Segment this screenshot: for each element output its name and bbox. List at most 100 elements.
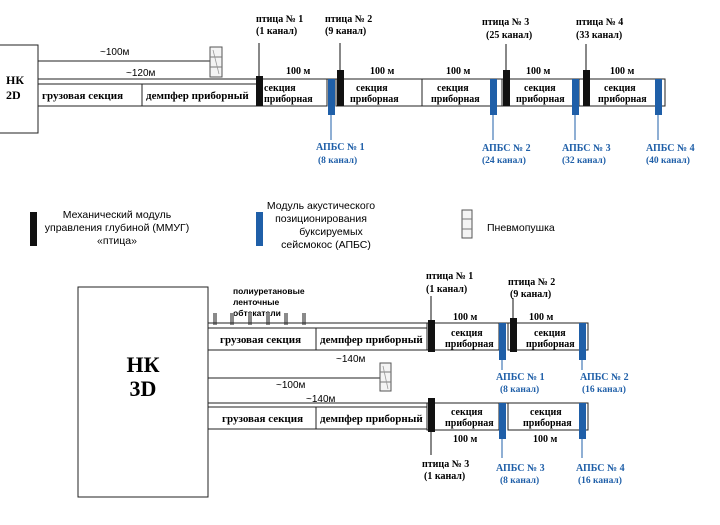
legend-bird-line3: «птица» (97, 235, 137, 247)
bird-3d-3-name: птица № 3 (422, 459, 469, 470)
instrument-section-3d-bottom-1 (426, 402, 500, 431)
section-3d-bottom-2-label-a: секция (530, 407, 562, 418)
fairings-label-line3: обтекатели (233, 308, 281, 318)
section-3d-bottom-1-label-b: приборная (445, 418, 494, 429)
instrument-section-2d-1 (256, 78, 328, 107)
distance-140m-top-label: ~140м (336, 354, 366, 365)
spacing-3d-top-1: 100 м (453, 312, 478, 323)
apbs-2d-2 (490, 79, 497, 140)
instrument-section-3d-bottom-2 (507, 402, 589, 431)
distance-140m-bottom-label: ~140м (306, 394, 336, 405)
spacing-2d-3: 100 м (446, 66, 471, 77)
bird-3d-2 (510, 298, 517, 352)
vessel-3d (77, 286, 209, 498)
bird-3d-2-channel: (9 канал) (510, 289, 551, 300)
section-3d-top-1-label-a: секция (451, 328, 483, 339)
bird-2d-4 (583, 44, 590, 106)
section-2d-5-label-a: секция (604, 83, 636, 94)
instrument-section-2d-5 (578, 78, 666, 107)
section-3d-top-2-label-b: приборная (526, 339, 575, 350)
vessel-2d-label-line2: 2D (6, 88, 21, 102)
apbs-3d-2 (579, 323, 586, 370)
apbs-3d-4-name: АПБС № 4 (576, 463, 625, 474)
cargo-section-3d-bottom-label: грузовая секция (222, 413, 303, 425)
apbs-3d-3 (499, 403, 506, 458)
section-3d-bottom-1-label-a: секция (451, 407, 483, 418)
section-2d-1-label-b: приборная (264, 94, 313, 105)
spacing-3d-bottom-2: 100 м (533, 434, 558, 445)
legend-bird-line2: управления глубиной (ММУГ) (45, 222, 189, 234)
vessel-3d-label-line2: 3D (130, 376, 157, 401)
legend-apbs-line3: буксируемых (299, 226, 363, 238)
legend-airgun-icon (461, 209, 473, 239)
bird-2d-1-channel: (1 канал) (256, 26, 297, 37)
section-2d-1-label-a: секция (264, 83, 296, 94)
distance-120m-label: ~120м (126, 68, 156, 79)
apbs-2d-1-channel: (8 канал) (318, 155, 357, 166)
apbs-3d-1 (499, 323, 506, 370)
bird-2d-2-name: птица № 2 (325, 14, 372, 25)
apbs-2d-4 (655, 79, 662, 140)
damper-3d-top-label: демпфер приборный (320, 334, 423, 346)
fairings-label-line2: ленточные (233, 297, 280, 307)
cargo-section-3d-top-label: грузовая секция (220, 334, 301, 346)
apbs-3d-3-channel: (8 канал) (500, 475, 539, 486)
apbs-3d-2-channel: (16 канал) (582, 384, 626, 395)
legend-apbs-swatch (256, 212, 263, 246)
section-2d-2-label-a: секция (356, 83, 388, 94)
spacing-2d-5: 100 м (610, 66, 635, 77)
legend-apbs-line4: сейсмокос (АПБС) (281, 239, 371, 251)
apbs-3d-2-name: АПБС № 2 (580, 372, 629, 383)
vessel-3d-label-line1: НК (126, 352, 159, 377)
bird-2d-4-channel: (33 канал) (576, 30, 622, 41)
bird-2d-1 (256, 43, 263, 106)
apbs-2d-4-name: АПБС № 4 (646, 143, 695, 154)
distance-100m-3d-label: ~100м (276, 380, 306, 391)
bird-2d-1-name: птица № 1 (256, 14, 303, 25)
apbs-2d-3-channel: (32 канал) (562, 155, 606, 166)
section-2d-5-label-b: приборная (598, 94, 647, 105)
apbs-3d-4-channel: (16 канал) (578, 475, 622, 486)
bird-2d-2-channel: (9 канал) (325, 26, 366, 37)
distance-100m-label: ~100м (100, 47, 130, 58)
apbs-2d-1-name: АПБС № 1 (316, 142, 365, 153)
airgun-3d (379, 362, 392, 392)
bird-3d-3-channel: (1 канал) (424, 471, 465, 482)
spacing-2d-1: 100 м (286, 66, 311, 77)
section-3d-top-2-label-a: секция (534, 328, 566, 339)
apbs-2d-3-name: АПБС № 3 (562, 143, 611, 154)
apbs-3d-3-name: АПБС № 3 (496, 463, 545, 474)
section-2d-4-label-b: приборная (516, 94, 565, 105)
apbs-2d-3 (572, 79, 579, 140)
bird-2d-3-channel: (25 канал) (486, 30, 532, 41)
bird-3d-1-name: птица № 1 (426, 271, 473, 282)
section-2d-3-label-b: приборная (431, 94, 480, 105)
bird-3d-2-name: птица № 2 (508, 277, 555, 288)
bird-3d-3 (428, 398, 435, 455)
bird-2d-3-name: птица № 3 (482, 17, 529, 28)
apbs-2d-4-channel: (40 канал) (646, 155, 690, 166)
bird-3d-1 (428, 296, 435, 352)
section-3d-top-1-label-b: приборная (445, 339, 494, 350)
legend-airgun-label: Пневмопушка (487, 222, 555, 234)
cargo-section-2d-label: грузовая секция (42, 90, 123, 102)
spacing-3d-bottom-1: 100 м (453, 434, 478, 445)
legend-apbs-line2: позиционирования (275, 213, 367, 225)
damper-2d-label: демпфер приборный (146, 90, 249, 102)
legend: Механический модуль управления глубиной … (30, 200, 555, 251)
vessel-2d-label-line1: НК (6, 73, 24, 87)
legend-bird-swatch (30, 212, 37, 246)
bird-3d-1-channel: (1 канал) (426, 284, 467, 295)
apbs-2d-2-name: АПБС № 2 (482, 143, 531, 154)
bird-2d-2 (337, 43, 344, 106)
apbs-2d-2-channel: (24 канал) (482, 155, 526, 166)
bird-2d-4-name: птица № 4 (576, 17, 623, 28)
section-2d-2-label-b: приборная (350, 94, 399, 105)
instrument-section-2d-4 (501, 78, 580, 107)
apbs-3d-1-name: АПБС № 1 (496, 372, 545, 383)
diagram-2d: НК 2D ~100м ~120м грузовая секция демпфе… (0, 14, 695, 166)
instrument-section-3d-top-1 (426, 322, 500, 351)
section-3d-bottom-2-label-b: приборная (523, 418, 572, 429)
